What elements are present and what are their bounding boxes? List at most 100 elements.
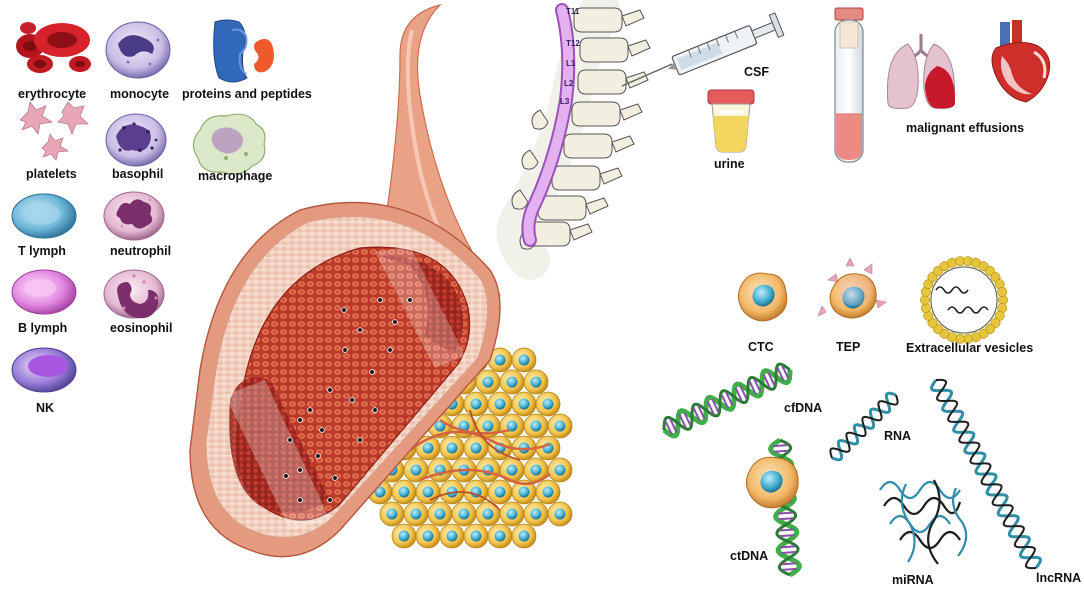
tissue-cell [511,523,537,549]
tissue-cell [463,391,489,417]
vertebra-label: L1 [566,59,576,68]
urine-cup-icon [707,89,755,153]
membrane-bead [963,256,973,267]
blood-vessel [189,3,501,558]
membrane-bead [978,261,989,272]
base-pair [683,411,692,426]
vertebra-shape [577,69,627,95]
base-pair [780,550,796,555]
base-pair [706,400,715,415]
mirna-icon [879,479,968,565]
tissue-cell [427,501,453,527]
base-pair [779,534,795,538]
lumen-cell-dot [297,497,303,503]
tissue-cell [535,435,561,461]
protein-icon [213,19,274,83]
base-pair [669,418,678,433]
base-pair [773,449,789,453]
tissue-cell [403,457,429,483]
t-lymph-icon [11,193,77,239]
membrane-bead [997,287,1007,297]
lumen-cell-dot [332,475,338,481]
tissue-cell [391,479,417,505]
tissue-cell [487,347,513,373]
base-pair [748,380,757,395]
label-erythrocyte: erythrocyte [18,87,86,101]
tissue-cell [523,501,549,527]
base-pair [767,371,776,386]
vertebra-shape [571,101,621,127]
label-nk: NK [36,401,54,415]
tissue-cell [379,501,405,527]
label-cfdna: cfDNA [784,401,822,415]
label-lncrna: lncRNA [1036,571,1081,585]
lumen-cell-dot [307,407,313,413]
vertebra-shape [573,7,623,33]
rna-strand-icon [829,391,899,462]
base-pair [664,420,673,435]
vertebra-body-left [531,109,549,130]
tissue-cell [439,435,465,461]
tissue-cell [511,391,537,417]
tissue-cell [487,479,513,505]
base-pair [773,444,788,448]
tissue-cell [391,523,417,549]
cfdna-helix-icon [662,362,793,439]
tissue-cell [463,523,489,549]
neutrophil-icon [103,191,165,241]
tissue-cell [535,391,561,417]
base-pair [739,385,748,400]
tissue-cell [499,457,525,483]
vertebra-shape [563,133,613,159]
lumen-cell-dot [297,417,303,423]
tissue-cell [511,347,537,373]
ctdna-helix-icon [746,437,802,578]
vertebra-process [569,223,593,241]
lumen-cell-dot [392,319,398,325]
lumen-cell-dot [369,369,375,375]
vertebra-body-left [511,189,529,210]
vertebra-shape [551,165,601,191]
vertebra-label: L2 [564,79,574,88]
label-ctdna: ctDNA [730,549,768,563]
label-b-lymph: B lymph [18,321,67,335]
lumen-cell-dot [327,387,333,393]
tissue-cell [547,501,573,527]
base-pair [753,378,762,393]
membrane-bead [933,266,943,276]
label-neutrophil: neutrophil [110,244,171,258]
label-csf: CSF [744,65,769,79]
blood-tube-icon [834,7,864,163]
label-eosinophil: eosinophil [110,321,173,335]
vertebra-shape [579,37,629,63]
label-macrophage: macrophage [198,169,272,183]
lumen-cell-dot [377,297,383,303]
label-monocyte: monocyte [110,87,169,101]
tissue-cell [487,523,513,549]
erythrocyte-icon [16,22,91,73]
tissue-cell [499,413,525,439]
label-platelets: platelets [26,167,77,181]
lumen-cell-dot [297,467,303,473]
lumen-cell-dot [315,453,321,459]
vertebra-process [585,197,609,215]
vertebra-process [619,103,643,121]
tissue-cell [403,501,429,527]
lumen-cell-dot [327,497,333,503]
vertebra-process [627,39,651,57]
membrane-bead [927,272,938,282]
tissue-cell [535,479,561,505]
macrophage-icon [192,113,266,175]
lumen-cell-dot [349,397,355,403]
label-rna: RNA [884,429,911,443]
tep-icon [817,257,887,319]
base-pair [778,511,793,515]
base-pair [776,367,785,382]
lungs-icon [886,34,956,109]
membrane-bead [985,266,995,276]
tissue-cell [499,369,525,395]
label-ctc: CTC [748,340,774,354]
membrane-bead [990,318,1001,328]
